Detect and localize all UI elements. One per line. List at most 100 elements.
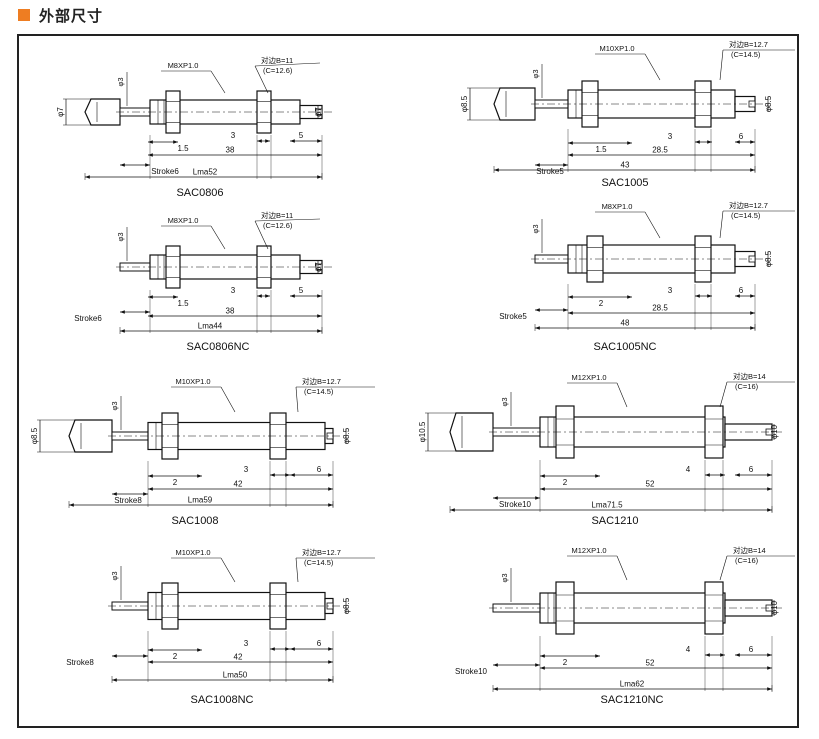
section-title: 外部尺寸 bbox=[39, 7, 104, 25]
dim-2: 4 bbox=[686, 465, 691, 474]
rod-diameter-label: φ3 bbox=[531, 69, 540, 78]
dim-1: 2 bbox=[563, 478, 568, 487]
bumper-cap bbox=[68, 419, 113, 453]
body-length-dim: 52 bbox=[646, 659, 655, 668]
corner-width-label: (C=14.5) bbox=[731, 50, 761, 59]
model-caption: SAC1008 bbox=[171, 515, 218, 527]
model-caption: SAC1005NC bbox=[594, 341, 657, 353]
thread-spec-label: M10XP1.0 bbox=[599, 44, 634, 53]
drawing-sac1210nc: φ3 φ10 M12XP1.0 对边B=14(C=16) 2 4 6 52Stroke10Lm… bbox=[455, 545, 795, 706]
rod-diameter-label: φ3 bbox=[110, 571, 119, 580]
model-caption: SAC0806 bbox=[176, 187, 223, 199]
stroke-label: Stroke8 bbox=[114, 496, 142, 505]
flat-width-label: 对边B=12.7 bbox=[302, 547, 341, 557]
flat-width-label: 对边B=12.7 bbox=[729, 200, 768, 210]
rod-diameter-label: φ3 bbox=[531, 224, 540, 233]
stroke-label: Stroke6 bbox=[74, 314, 102, 323]
left-diameter-label: φ8.5 bbox=[460, 95, 469, 112]
flat-width-label: 对边B=14 bbox=[733, 545, 766, 555]
flat-width-label: 对边B=12.7 bbox=[729, 39, 768, 49]
dim-1: 2 bbox=[563, 658, 568, 667]
flat-width-label: 对边B=12.7 bbox=[302, 376, 341, 386]
thread-spec-label: M10XP1.0 bbox=[175, 377, 210, 386]
corner-width-label: (C=14.5) bbox=[304, 387, 334, 396]
dim-2: 3 bbox=[244, 639, 249, 648]
left-diameter-label: φ10.5 bbox=[418, 421, 427, 442]
right-diameter-label: φ7 bbox=[314, 262, 323, 272]
right-diameter-label: φ8.5 bbox=[764, 95, 773, 112]
dim-1: 1.5 bbox=[595, 145, 607, 154]
body-length-dim: 28.5 bbox=[652, 304, 668, 313]
rod-diameter-label: φ3 bbox=[500, 573, 509, 582]
drawing-sac1005: φ8.5 φ3 φ8.5 M10XP1.0 对边B=12.7(C=14.5) 1.5 3 6 2… bbox=[460, 39, 795, 189]
corner-width-label: (C=12.6) bbox=[263, 66, 293, 75]
thread-spec-label: M8XP1.0 bbox=[602, 202, 633, 211]
right-diameter-label: φ10 bbox=[770, 424, 779, 439]
stroke-label: Stroke5 bbox=[536, 167, 564, 176]
stroke-label: Stroke10 bbox=[455, 667, 488, 676]
right-diameter-label: φ8.5 bbox=[342, 597, 351, 614]
dim-1: 2 bbox=[599, 299, 604, 308]
dim-1: 1.5 bbox=[177, 144, 189, 153]
dim-1: 2 bbox=[173, 478, 178, 487]
corner-width-label: (C=16) bbox=[735, 556, 759, 565]
left-diameter-label: φ8.5 bbox=[30, 427, 39, 444]
model-caption: SAC0806NC bbox=[187, 341, 250, 353]
stroke-label: Stroke8 bbox=[66, 658, 94, 667]
dim-2: 3 bbox=[668, 132, 673, 141]
rod-diameter-label: φ3 bbox=[500, 397, 509, 406]
left-diameter-label: φ7 bbox=[56, 107, 65, 117]
overall-length-dim: Lma62 bbox=[620, 680, 645, 689]
right-diameter-label: φ8.5 bbox=[764, 250, 773, 267]
right-diameter-label: φ8.5 bbox=[342, 427, 351, 444]
overall-length-dim: Lma71.5 bbox=[591, 501, 623, 510]
dim-3: 5 bbox=[299, 286, 304, 295]
body-length-dim: 38 bbox=[226, 146, 235, 155]
overall-length-dim: Lma50 bbox=[223, 671, 248, 680]
thread-spec-label: M8XP1.0 bbox=[168, 61, 199, 70]
dim-3: 6 bbox=[317, 639, 322, 648]
flat-width-label: 对边B=11 bbox=[261, 210, 293, 220]
body-length-dim: 28.5 bbox=[652, 146, 668, 155]
dim-3: 6 bbox=[739, 286, 744, 295]
model-caption: SAC1005 bbox=[601, 177, 648, 189]
dim-3: 6 bbox=[739, 132, 744, 141]
right-diameter-label: φ7 bbox=[314, 107, 323, 117]
overall-length-dim: Lma44 bbox=[198, 322, 223, 331]
dim-2: 4 bbox=[686, 645, 691, 654]
thread-spec-label: M12XP1.0 bbox=[571, 373, 606, 382]
drawing-frame bbox=[17, 34, 799, 728]
stroke-label: Stroke5 bbox=[499, 312, 527, 321]
dim-3: 6 bbox=[749, 645, 754, 654]
right-diameter-label: φ10 bbox=[770, 600, 779, 615]
thread-spec-label: M10XP1.0 bbox=[175, 548, 210, 557]
rod-diameter-label: φ3 bbox=[116, 77, 125, 86]
overall-length-dim: 43 bbox=[621, 161, 630, 170]
model-caption: SAC1210NC bbox=[601, 694, 664, 706]
overall-length-dim: Lma52 bbox=[193, 168, 218, 177]
section-header: 外部尺寸 bbox=[18, 4, 103, 26]
corner-width-label: (C=14.5) bbox=[731, 211, 761, 220]
rod-diameter-label: φ3 bbox=[116, 232, 125, 241]
body-length-dim: 42 bbox=[234, 480, 243, 489]
thread-spec-label: M12XP1.0 bbox=[571, 546, 606, 555]
dim-3: 6 bbox=[317, 465, 322, 474]
model-caption: SAC1008NC bbox=[191, 694, 254, 706]
stroke-label: Stroke6 bbox=[151, 167, 179, 176]
orange-square-icon bbox=[18, 9, 30, 21]
stroke-label: Stroke10 bbox=[499, 500, 532, 509]
corner-width-label: (C=12.6) bbox=[263, 221, 293, 230]
flat-width-label: 对边B=11 bbox=[261, 55, 293, 65]
bumper-cap bbox=[84, 98, 121, 126]
model-caption: SAC1210 bbox=[591, 515, 638, 527]
body-length-dim: 42 bbox=[234, 653, 243, 662]
overall-length-dim: 48 bbox=[621, 319, 630, 328]
corner-width-label: (C=14.5) bbox=[304, 558, 334, 567]
